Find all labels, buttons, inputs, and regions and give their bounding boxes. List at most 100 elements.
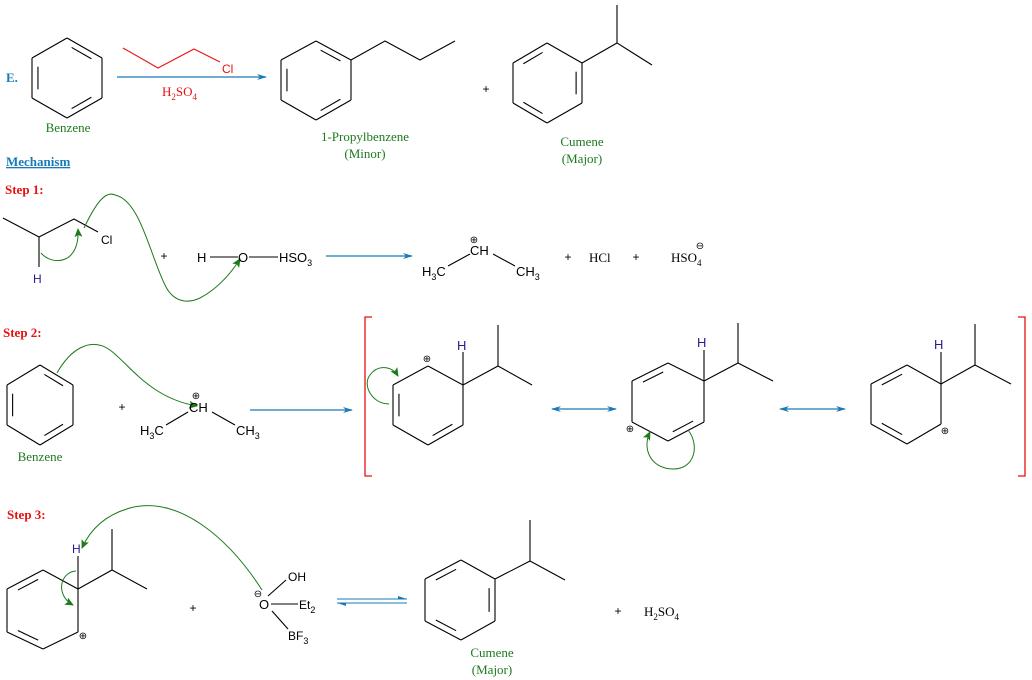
plus-sign: + bbox=[564, 250, 571, 264]
hso3-group: HSO3 bbox=[279, 250, 312, 268]
ring-bond bbox=[427, 365, 464, 386]
cumene-label: Cumene bbox=[470, 645, 514, 660]
double-bond-line bbox=[881, 422, 903, 436]
isopropyl-bond bbox=[974, 364, 1012, 385]
isopropyl-bond bbox=[111, 569, 148, 590]
minor-label: (Minor) bbox=[344, 146, 385, 161]
charge-plus: ⊕ bbox=[192, 391, 200, 402]
equilibrium-arrowhead-reverse bbox=[337, 603, 346, 606]
ring-bond bbox=[6, 424, 41, 446]
equilibrium-arrowhead-forward bbox=[398, 596, 407, 599]
step-2-label: Step 2: bbox=[3, 325, 42, 340]
step-3-label: Step 3: bbox=[7, 507, 46, 522]
double-bond-line bbox=[435, 568, 457, 581]
et2-group: Et2 bbox=[299, 598, 315, 615]
curved-electron-arrow bbox=[83, 193, 241, 302]
ch3-left: H3C bbox=[140, 423, 164, 441]
double-bond-line bbox=[71, 46, 92, 60]
double-bond-line bbox=[642, 371, 664, 383]
curved-electron-arrow bbox=[366, 367, 399, 405]
ch3-right: CH3 bbox=[236, 423, 260, 441]
o-h-bond bbox=[267, 579, 287, 597]
ring-bond bbox=[631, 362, 669, 382]
ring-bond bbox=[280, 99, 317, 121]
curved-electron-arrow bbox=[642, 429, 695, 470]
atom-h: H bbox=[72, 542, 81, 556]
charge-minus: ⊖ bbox=[254, 589, 262, 600]
benzene-label: Benzene bbox=[18, 449, 63, 464]
ring-bond bbox=[546, 102, 583, 124]
isopropyl-group bbox=[462, 325, 499, 386]
bond bbox=[447, 253, 471, 267]
isopropyl-bond bbox=[581, 42, 618, 64]
arenium-ion-structure bbox=[631, 362, 705, 442]
ring-bond bbox=[424, 620, 462, 641]
charge-plus: ⊕ bbox=[626, 424, 634, 435]
double-bond-line bbox=[44, 373, 64, 387]
charge-plus: ⊕ bbox=[470, 235, 478, 246]
ring-bond bbox=[667, 421, 705, 442]
cumene-structure bbox=[512, 42, 583, 124]
arenium-ion-structure bbox=[870, 364, 942, 445]
h2so4: H2SO4 bbox=[644, 604, 680, 622]
double-bond-line bbox=[672, 420, 694, 433]
reagent-cl: Cl bbox=[222, 62, 233, 76]
plus-sign: + bbox=[189, 601, 196, 615]
o-b-bond bbox=[271, 610, 289, 630]
step-1-label: Step 1: bbox=[5, 182, 44, 197]
ring-bond bbox=[460, 620, 496, 641]
ch3-left: H3C bbox=[422, 264, 446, 282]
curved-electron-arrow bbox=[40, 228, 83, 262]
atom-h: H bbox=[197, 250, 206, 265]
ring-bond bbox=[460, 559, 496, 580]
ring-bond bbox=[315, 40, 352, 61]
ring-bond bbox=[42, 631, 79, 650]
double-bond-line bbox=[44, 423, 64, 437]
double-bond-line bbox=[432, 423, 453, 437]
atom-o: O bbox=[259, 597, 269, 612]
ring-bond bbox=[870, 423, 908, 445]
curved-electron-arrow bbox=[81, 505, 263, 591]
propylbenzene-structure bbox=[280, 40, 352, 121]
cumene-label: Cumene bbox=[560, 134, 604, 149]
double-bond-line bbox=[881, 373, 903, 386]
ring-bond bbox=[42, 569, 79, 590]
section-label: E. bbox=[6, 70, 18, 85]
plus-sign: + bbox=[118, 400, 125, 414]
ring-bond bbox=[6, 364, 41, 386]
double-bond-line bbox=[320, 98, 341, 112]
ring-bond bbox=[6, 569, 44, 590]
isopropyl-group bbox=[940, 324, 976, 385]
hso4-ion: HSO4 bbox=[671, 250, 702, 268]
propyl-chloride-structure bbox=[122, 47, 221, 69]
atom-h: H bbox=[934, 337, 943, 352]
ring-bond bbox=[31, 37, 68, 59]
double-bond-line bbox=[17, 630, 39, 641]
plus-sign: + bbox=[482, 82, 489, 96]
isopropyl-bond bbox=[529, 560, 566, 581]
cumene-structure bbox=[424, 559, 496, 641]
ring-bond bbox=[427, 424, 464, 446]
ring-bond bbox=[546, 42, 583, 64]
double-bond-line bbox=[71, 96, 92, 110]
ring-bond bbox=[906, 423, 942, 445]
ch-carbocation: CH bbox=[470, 243, 489, 258]
ch3-right: CH3 bbox=[516, 264, 540, 282]
ring-bond bbox=[631, 421, 669, 442]
right-bracket bbox=[1018, 316, 1026, 477]
ring-bond bbox=[870, 364, 908, 385]
bf3-group: BF3 bbox=[288, 629, 308, 646]
ring-bond bbox=[392, 424, 429, 446]
curved-electron-arrow bbox=[61, 570, 77, 606]
isopropyl-bond bbox=[737, 362, 774, 382]
major-label: (Major) bbox=[562, 151, 602, 166]
ring-bond bbox=[6, 631, 44, 650]
double-bond-line bbox=[435, 619, 457, 632]
ring-bond bbox=[315, 99, 352, 121]
isopropyl-group bbox=[703, 323, 739, 382]
ring-bond bbox=[66, 37, 103, 59]
propyl-chloride-skeleton bbox=[2, 217, 99, 238]
atom-h: H bbox=[697, 335, 706, 350]
ring-bond bbox=[392, 365, 429, 386]
arenium-ion-structure bbox=[6, 569, 79, 650]
